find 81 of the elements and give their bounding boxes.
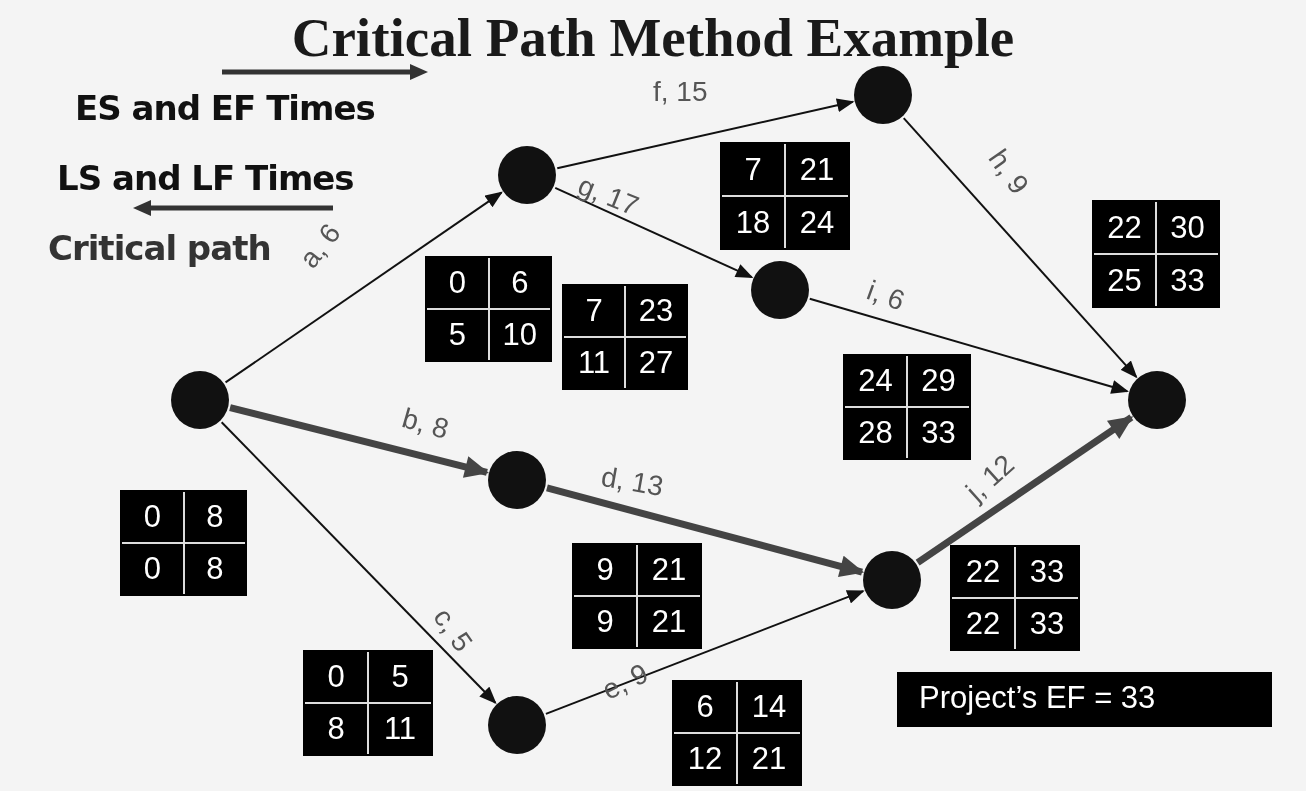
event-circle bbox=[171, 371, 229, 429]
time-value: 7 bbox=[564, 286, 624, 336]
time-value: 23 bbox=[626, 286, 686, 336]
time-value: 0 bbox=[122, 544, 183, 594]
time-value: 33 bbox=[1016, 547, 1078, 597]
time-table bbox=[425, 256, 552, 362]
time-value: 0 bbox=[305, 652, 367, 702]
time-value: 33 bbox=[1016, 599, 1078, 649]
time-value: 6 bbox=[489, 258, 550, 308]
time-value: 21 bbox=[738, 734, 800, 784]
edge-label: b, 8 bbox=[398, 402, 452, 446]
time-table bbox=[672, 680, 802, 786]
time-value: 11 bbox=[564, 338, 624, 388]
time-table bbox=[950, 545, 1080, 651]
time-value: 30 bbox=[1157, 202, 1218, 253]
edge-label: g, 17 bbox=[573, 169, 643, 223]
result-banner: Project’s EF = 33 bbox=[897, 672, 1272, 727]
time-value: 22 bbox=[1094, 202, 1155, 253]
time-value: 27 bbox=[626, 338, 686, 388]
edge-label: h, 9 bbox=[981, 143, 1035, 201]
time-value: 9 bbox=[574, 545, 636, 595]
time-value: 24 bbox=[845, 356, 906, 406]
time-value: 18 bbox=[722, 197, 784, 248]
event-circle bbox=[863, 551, 921, 609]
event-circle bbox=[498, 146, 556, 204]
legend-text: Critical path bbox=[48, 228, 271, 268]
edge-label: a, 6 bbox=[292, 217, 347, 275]
event-circle bbox=[488, 696, 546, 754]
event-circle bbox=[751, 261, 809, 319]
time-table bbox=[1092, 200, 1220, 308]
time-value: 5 bbox=[427, 310, 488, 360]
time-value: 0 bbox=[427, 258, 488, 308]
event-circle bbox=[1128, 371, 1186, 429]
time-value: 0 bbox=[122, 492, 183, 542]
time-value: 9 bbox=[574, 597, 636, 647]
time-value: 21 bbox=[786, 144, 848, 195]
critical-path-arrow bbox=[229, 404, 490, 478]
time-value: 22 bbox=[952, 547, 1014, 597]
arrow bbox=[544, 590, 865, 715]
arrow bbox=[224, 191, 503, 384]
time-value: 22 bbox=[952, 599, 1014, 649]
title: Critical Path Method Example bbox=[290, 6, 1016, 69]
time-table bbox=[303, 650, 433, 756]
time-value: 10 bbox=[489, 310, 550, 360]
arrow bbox=[220, 421, 497, 705]
time-value: 21 bbox=[638, 545, 700, 595]
edge-label: i, 6 bbox=[862, 274, 909, 318]
time-table bbox=[120, 490, 247, 596]
arrow bbox=[554, 186, 754, 279]
time-value: 6 bbox=[674, 682, 736, 732]
time-value: 5 bbox=[369, 652, 431, 702]
time-table bbox=[720, 142, 850, 250]
time-value: 29 bbox=[908, 356, 969, 406]
time-value: 12 bbox=[674, 734, 736, 784]
edge-label: e, 9 bbox=[596, 657, 653, 707]
time-value: 24 bbox=[786, 197, 848, 248]
time-table bbox=[562, 284, 688, 390]
time-value: 28 bbox=[845, 408, 906, 458]
time-value: 8 bbox=[305, 704, 367, 754]
time-value: 21 bbox=[638, 597, 700, 647]
event-circle bbox=[854, 66, 912, 124]
time-value: 14 bbox=[738, 682, 800, 732]
time-value: 8 bbox=[184, 492, 245, 542]
time-value: 7 bbox=[722, 144, 784, 195]
time-value: 25 bbox=[1094, 255, 1155, 306]
critical-path-arrow bbox=[915, 414, 1134, 566]
legend-text: LS and LF Times bbox=[57, 158, 354, 198]
time-value: 33 bbox=[908, 408, 969, 458]
time-table bbox=[572, 543, 702, 649]
time-table bbox=[843, 354, 971, 460]
arrow bbox=[902, 117, 1138, 379]
time-value: 33 bbox=[1157, 255, 1218, 306]
critical-path-arrow bbox=[546, 484, 865, 577]
arrow bbox=[556, 98, 855, 170]
time-value: 8 bbox=[184, 544, 245, 594]
edge-label: d, 13 bbox=[598, 460, 666, 504]
legend-text: ES and EF Times bbox=[75, 88, 375, 128]
edge-label: f, 15 bbox=[653, 76, 708, 108]
time-value: 11 bbox=[369, 704, 431, 754]
event-circle bbox=[488, 451, 546, 509]
arrow bbox=[808, 297, 1129, 394]
